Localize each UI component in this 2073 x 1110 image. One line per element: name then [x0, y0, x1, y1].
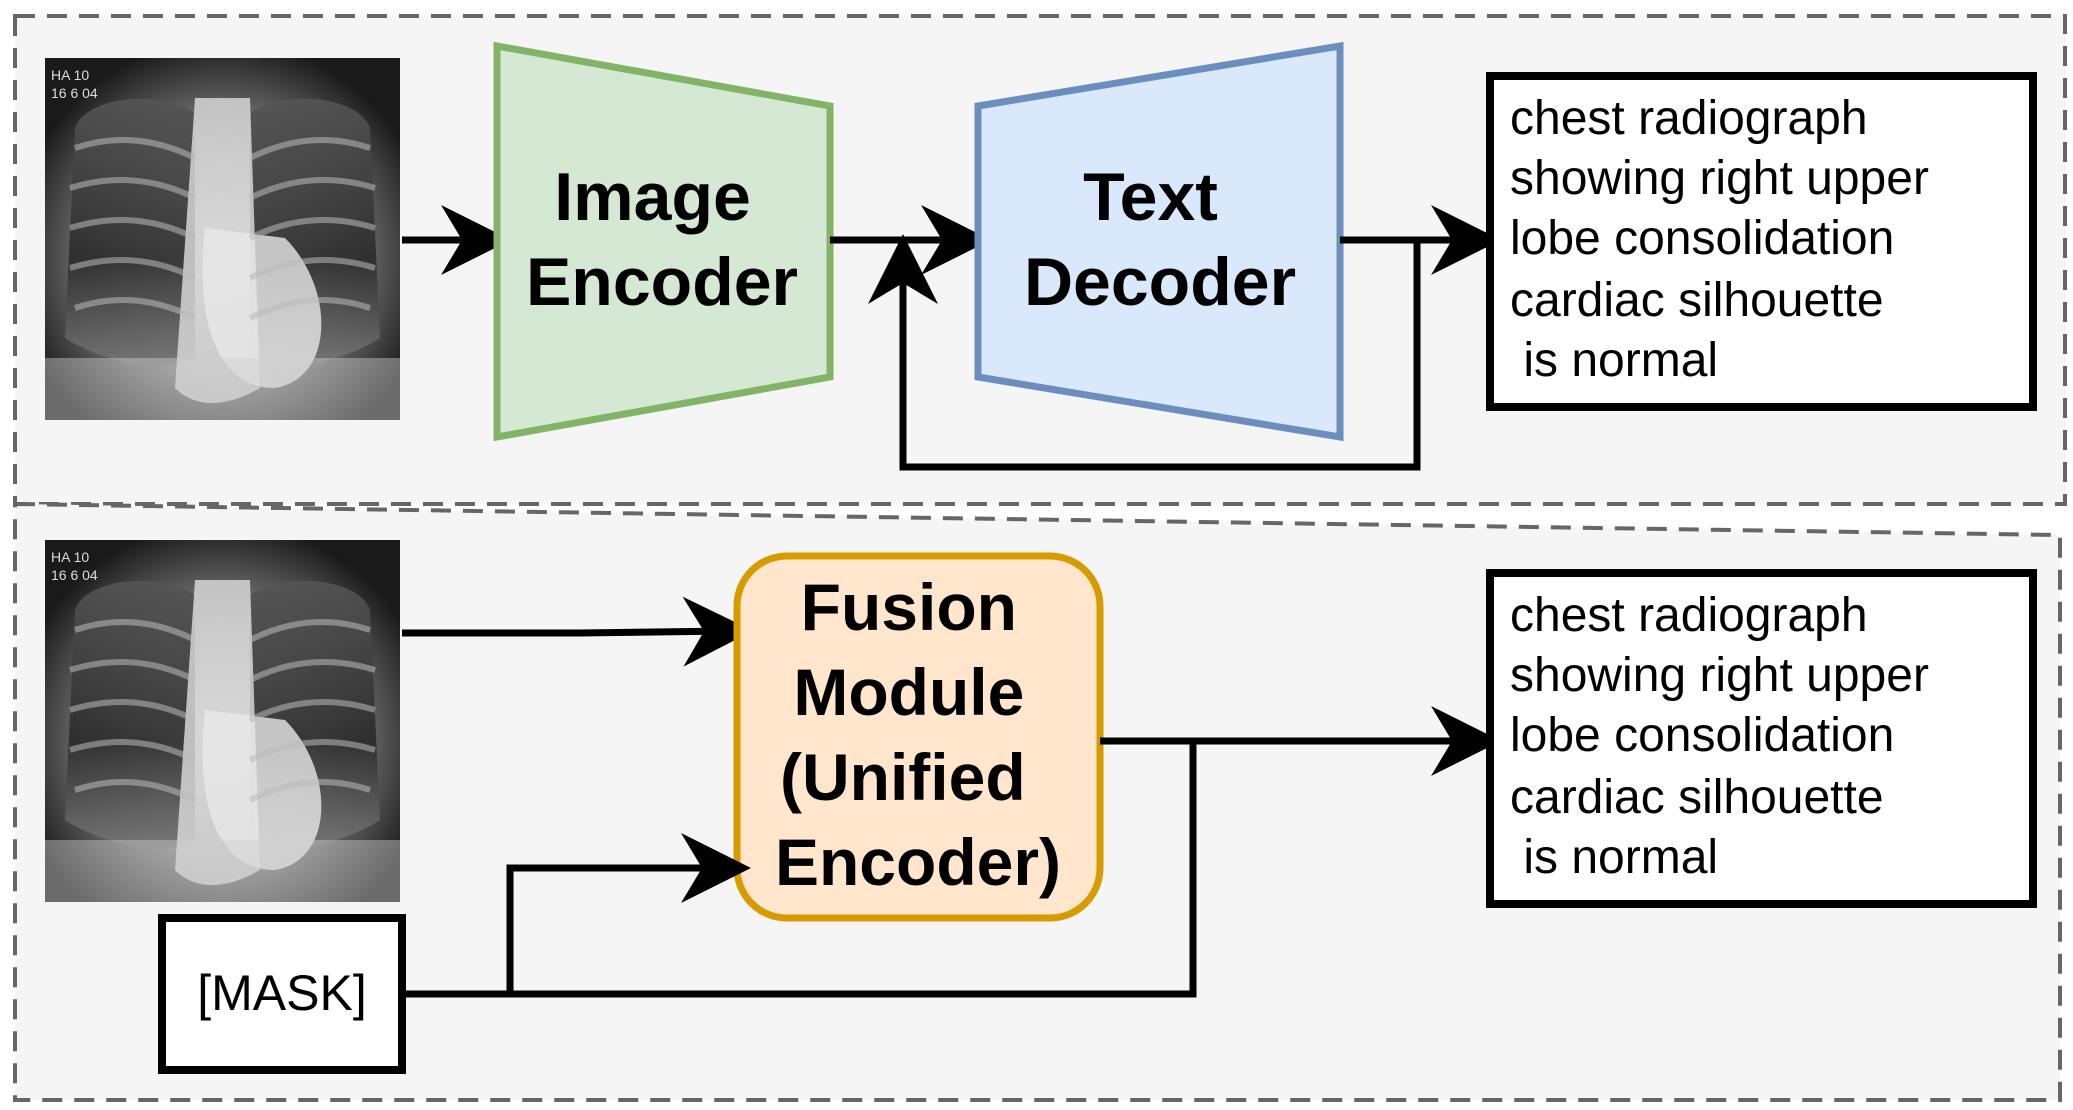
arrow-xray-to-fusion [402, 596, 753, 667]
mask-token-label: [MASK] [197, 965, 366, 1021]
fusion-module-label: Fusion Module (Unified Encoder) [775, 570, 1061, 899]
bottom-output-text: chest radiograph showing right upper lob… [1510, 589, 1942, 884]
xray-image-bottom [45, 540, 400, 902]
mask-line-to-output [402, 741, 1197, 998]
xray-image-top [45, 58, 400, 420]
image-encoder-block [493, 41, 834, 442]
top-output-box [1486, 72, 2037, 411]
image-encoder-label: Image Encoder [526, 159, 798, 320]
fusion-module-block [733, 552, 1104, 922]
text-decoder-label: Text Decoder [1024, 159, 1296, 320]
top-output-text: chest radiograph showing right upper lob… [1510, 92, 1942, 387]
feedback-loop-arrow [868, 234, 1421, 471]
bottom-output-box [1486, 569, 2037, 908]
text-decoder-block [974, 41, 1344, 442]
arrow-mask-to-fusion [506, 833, 751, 994]
